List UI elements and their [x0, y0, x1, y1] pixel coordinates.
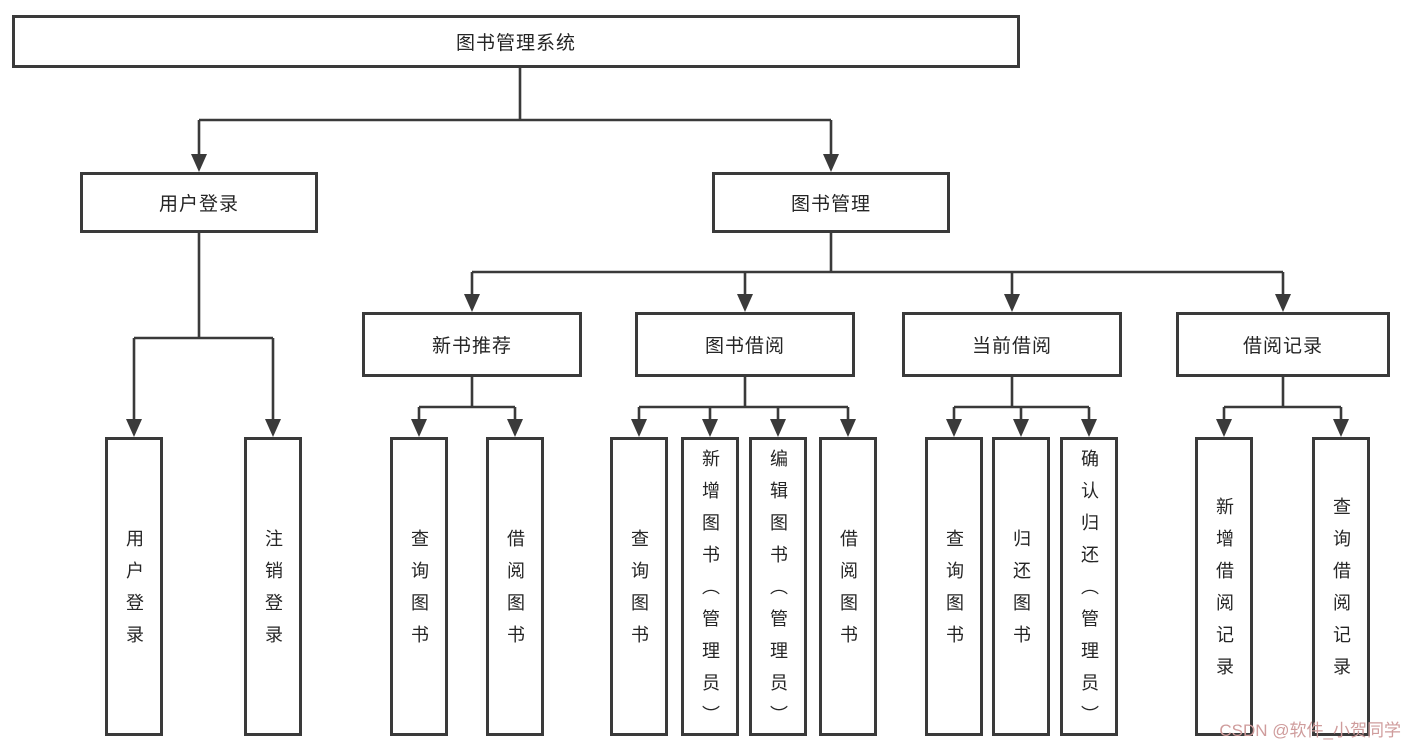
node-leaf-search-book-1: 查询图书 — [390, 437, 448, 736]
node-label: 归还图书 — [1011, 528, 1031, 657]
connector-book-management-children — [470, 233, 1285, 298]
node-current-borrow: 当前借阅 — [902, 312, 1122, 377]
node-label: 查询图书 — [409, 528, 429, 657]
node-label: 新增图书（管理员） — [700, 448, 720, 737]
node-label: 借阅图书 — [838, 528, 858, 657]
node-label: 查询借阅记录 — [1331, 496, 1351, 689]
node-leaf-search-book-2: 查询图书 — [610, 437, 668, 736]
node-book-borrow: 图书借阅 — [635, 312, 855, 377]
node-leaf-search-borrow-record: 查询借阅记录 — [1312, 437, 1370, 736]
connector-borrow-record-children — [1222, 377, 1343, 423]
node-leaf-logout: 注销登录 — [244, 437, 302, 736]
node-leaf-borrow-book-2: 借阅图书 — [819, 437, 877, 736]
node-leaf-return-book: 归还图书 — [992, 437, 1050, 736]
node-label: 当前借阅 — [971, 336, 1052, 357]
node-root-system: 图书管理系统 — [12, 15, 1020, 68]
node-label: 借阅记录 — [1242, 336, 1323, 357]
csdn-watermark: CSDN @软件_小贺同学 — [1219, 721, 1401, 740]
node-leaf-confirm-return-admin: 确认归还（管理员） — [1060, 437, 1118, 737]
connector-current-borrow-children — [952, 377, 1091, 423]
node-label: 图书借阅 — [704, 336, 785, 357]
node-book-management: 图书管理 — [712, 172, 950, 233]
node-label: 新书推荐 — [431, 336, 512, 357]
node-label: 查询图书 — [629, 528, 649, 657]
node-leaf-user-login: 用户登录 — [105, 437, 163, 736]
node-leaf-borrow-book-1: 借阅图书 — [486, 437, 544, 736]
connector-new-book-children — [417, 377, 517, 423]
node-borrow-record: 借阅记录 — [1176, 312, 1390, 377]
node-label: 注销登录 — [263, 528, 283, 657]
node-label: 借阅图书 — [505, 528, 525, 657]
node-label: 查询图书 — [944, 528, 964, 657]
node-label: 新增借阅记录 — [1214, 496, 1234, 689]
node-leaf-search-book-3: 查询图书 — [925, 437, 983, 736]
connector-root-to-level2 — [197, 68, 833, 158]
node-leaf-add-borrow-record: 新增借阅记录 — [1195, 437, 1253, 736]
node-root-label: 图书管理系统 — [455, 33, 576, 54]
node-leaf-add-book-admin: 新增图书（管理员） — [681, 437, 739, 737]
connector-book-borrow-children — [637, 377, 850, 423]
node-label: 编辑图书（管理员） — [768, 448, 788, 737]
node-label: 用户登录 — [124, 528, 144, 657]
node-label: 用户登录 — [158, 194, 239, 215]
node-label: 确认归还（管理员） — [1079, 448, 1099, 737]
node-leaf-edit-book-admin: 编辑图书（管理员） — [749, 437, 807, 737]
connector-user-login-children — [132, 233, 275, 423]
node-user-login: 用户登录 — [80, 172, 318, 233]
node-label: 图书管理 — [790, 194, 871, 215]
node-new-book-recommend: 新书推荐 — [362, 312, 582, 377]
